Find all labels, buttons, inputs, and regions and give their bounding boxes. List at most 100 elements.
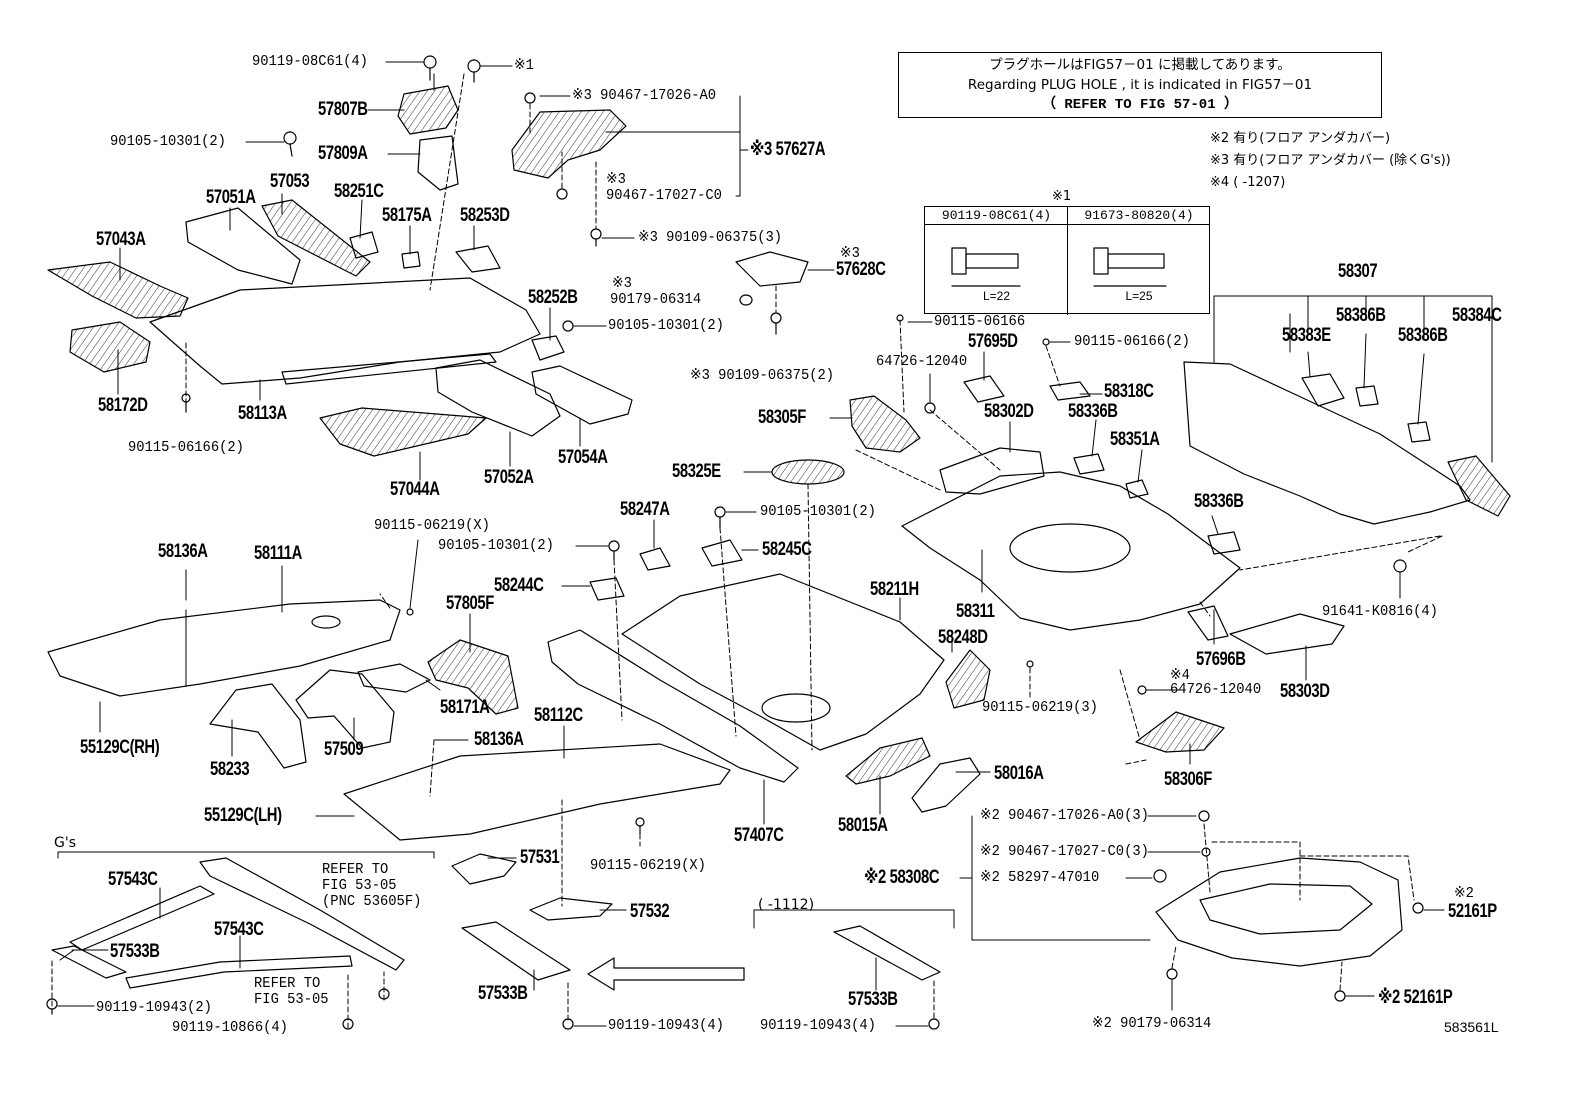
- callout-l15[interactable]: 57044A: [390, 479, 440, 500]
- callout-l30[interactable]: 58325E: [672, 461, 721, 482]
- callout-l29[interactable]: ※3 90109-06375(2): [690, 367, 835, 384]
- callout-l70[interactable]: 57695D: [968, 331, 1018, 352]
- callout-l97[interactable]: 52161P: [1448, 901, 1497, 922]
- callout-l42[interactable]: 55129C(RH): [80, 737, 160, 758]
- callout-l17[interactable]: 57054A: [558, 447, 608, 468]
- callout-l8[interactable]: 58251C: [334, 181, 384, 202]
- callout-l96: ※2: [1454, 885, 1474, 902]
- callout-l21[interactable]: ※3 57627A: [750, 139, 826, 160]
- callout-l3[interactable]: 57807B: [318, 99, 368, 120]
- callout-l53[interactable]: 57532: [630, 901, 670, 922]
- callout-l41[interactable]: 58171A: [440, 697, 490, 718]
- callout-l45[interactable]: 58136A: [474, 729, 524, 750]
- callout-l90[interactable]: 90115-06219(3): [982, 699, 1098, 716]
- callout-l20[interactable]: ※3 90467-17026-A0: [572, 87, 717, 104]
- callout-l38[interactable]: 90115-06219(X): [374, 517, 490, 534]
- callout-l61[interactable]: FIG 53-05: [254, 991, 329, 1008]
- callout-l71[interactable]: 90115-06166(2): [1074, 333, 1190, 350]
- callout-l46[interactable]: 58112C: [534, 705, 583, 726]
- callout-l50[interactable]: 58016A: [994, 763, 1044, 784]
- callout-l6[interactable]: 57051A: [206, 187, 256, 208]
- callout-l81[interactable]: 58386B: [1398, 325, 1448, 346]
- callout-l52[interactable]: 57531: [520, 847, 560, 868]
- callout-l66[interactable]: 57533B: [848, 989, 898, 1010]
- callout-l59[interactable]: 57543C: [214, 919, 264, 940]
- callout-l14[interactable]: 90115-06166(2): [128, 439, 244, 456]
- callout-l64[interactable]: 57533B: [478, 983, 528, 1004]
- callout-l93[interactable]: ※2 90467-17027-C0(3): [980, 843, 1149, 860]
- callout-l80[interactable]: 58383E: [1282, 325, 1331, 346]
- callout-l83[interactable]: 58311: [956, 601, 995, 622]
- part-58111a: [47, 599, 401, 697]
- callout-l91[interactable]: 58306F: [1164, 769, 1212, 790]
- callout-l95[interactable]: ※2 58297-47010: [980, 869, 1100, 886]
- callout-l54[interactable]: 57543C: [108, 869, 158, 890]
- callout-l49[interactable]: 58015A: [838, 815, 888, 836]
- callout-l37[interactable]: 58211H: [870, 579, 919, 600]
- callout-l73[interactable]: 58302D: [984, 401, 1034, 422]
- callout-l10[interactable]: 58253D: [460, 205, 510, 226]
- callout-l51[interactable]: 90115-06219(X): [590, 857, 706, 874]
- part-58386b-b: [1407, 421, 1431, 443]
- callout-l13[interactable]: 58113A: [238, 403, 287, 424]
- callout-l63[interactable]: 90119-10866(4): [172, 1019, 288, 1036]
- callout-l24[interactable]: ※3 90109-06375(3): [638, 229, 783, 246]
- callout-l35[interactable]: 58244C: [494, 575, 544, 596]
- callout-l4[interactable]: 90105-10301(2): [110, 133, 226, 150]
- part-58308c: [1155, 857, 1403, 967]
- callout-l82[interactable]: 58336B: [1194, 491, 1244, 512]
- callout-l99[interactable]: ※2 90179-06314: [1092, 1015, 1212, 1032]
- callout-l23[interactable]: 90467-17027-C0: [606, 187, 722, 204]
- callout-l67[interactable]: 90119-10943(4): [760, 1017, 876, 1034]
- callout-l7[interactable]: 57053: [270, 171, 310, 192]
- callout-l94[interactable]: ※2 58308C: [864, 867, 940, 888]
- callout-l11[interactable]: 57043A: [96, 229, 146, 250]
- callout-l16[interactable]: 57052A: [484, 467, 534, 488]
- callout-l65[interactable]: 90119-10943(4): [608, 1017, 724, 1034]
- callout-l44[interactable]: 57509: [324, 739, 364, 760]
- callout-l62[interactable]: 90119-10943(2): [96, 999, 212, 1016]
- callout-l58[interactable]: 57533B: [110, 941, 160, 962]
- callout-l26[interactable]: 57628C: [836, 259, 886, 280]
- callout-l32[interactable]: 58247A: [620, 499, 670, 520]
- callout-l48[interactable]: 57407C: [734, 825, 784, 846]
- callout-l75[interactable]: 58336B: [1068, 401, 1118, 422]
- callout-l77[interactable]: 58307: [1338, 261, 1378, 282]
- callout-l40[interactable]: 58111A: [254, 543, 302, 564]
- part-57628c: [735, 251, 809, 287]
- callout-l89[interactable]: 58303D: [1280, 681, 1330, 702]
- callout-l57[interactable]: (PNC 53605F): [322, 893, 422, 910]
- callout-l84[interactable]: 58248D: [938, 627, 988, 648]
- callout-l76[interactable]: 58351A: [1110, 429, 1160, 450]
- callout-l36[interactable]: 57805F: [446, 593, 494, 614]
- callout-l92[interactable]: ※2 90467-17026-A0(3): [980, 807, 1149, 824]
- part-57051a: [185, 207, 301, 285]
- table-col-1-header[interactable]: 90119-08C61(4): [925, 207, 1068, 225]
- callout-l9[interactable]: 58175A: [382, 205, 432, 226]
- callout-l1[interactable]: 90119-08C61(4): [252, 53, 368, 70]
- callout-l12[interactable]: 58172D: [98, 395, 148, 416]
- callout-l28[interactable]: 90179-06314: [610, 291, 702, 308]
- callout-l86[interactable]: 57696B: [1196, 649, 1246, 670]
- callout-l72[interactable]: 58305F: [758, 407, 806, 428]
- callout-l19[interactable]: 90105-10301(2): [608, 317, 724, 334]
- callout-l18[interactable]: 58252B: [528, 287, 578, 308]
- callout-l85[interactable]: 91641-K0816(4): [1322, 603, 1438, 620]
- callout-l5[interactable]: 57809A: [318, 143, 368, 164]
- callout-l79[interactable]: 58384C: [1452, 305, 1502, 326]
- callout-l43[interactable]: 58233: [210, 759, 250, 780]
- callout-l98[interactable]: ※2 52161P: [1378, 987, 1453, 1008]
- callout-l34[interactable]: 58245C: [762, 539, 812, 560]
- callout-l68[interactable]: 90115-06166: [934, 313, 1026, 330]
- callout-l33[interactable]: 90105-10301(2): [438, 537, 554, 554]
- notice-refer-link[interactable]: （ REFER TO FIG 57-01 ）: [1041, 97, 1239, 113]
- callout-l39[interactable]: 58136A: [158, 541, 208, 562]
- table-col-2-header[interactable]: 91673-80820(4): [1068, 207, 1210, 225]
- callout-l69[interactable]: 64726-12040: [876, 353, 968, 370]
- callout-l74[interactable]: 58318C: [1104, 381, 1154, 402]
- callout-l78[interactable]: 58386B: [1336, 305, 1386, 326]
- callout-l31[interactable]: 90105-10301(2): [760, 503, 876, 520]
- callout-l56[interactable]: FIG 53-05: [322, 877, 397, 894]
- callout-l88[interactable]: 64726-12040: [1170, 681, 1262, 698]
- callout-l47[interactable]: 55129C(LH): [204, 805, 282, 826]
